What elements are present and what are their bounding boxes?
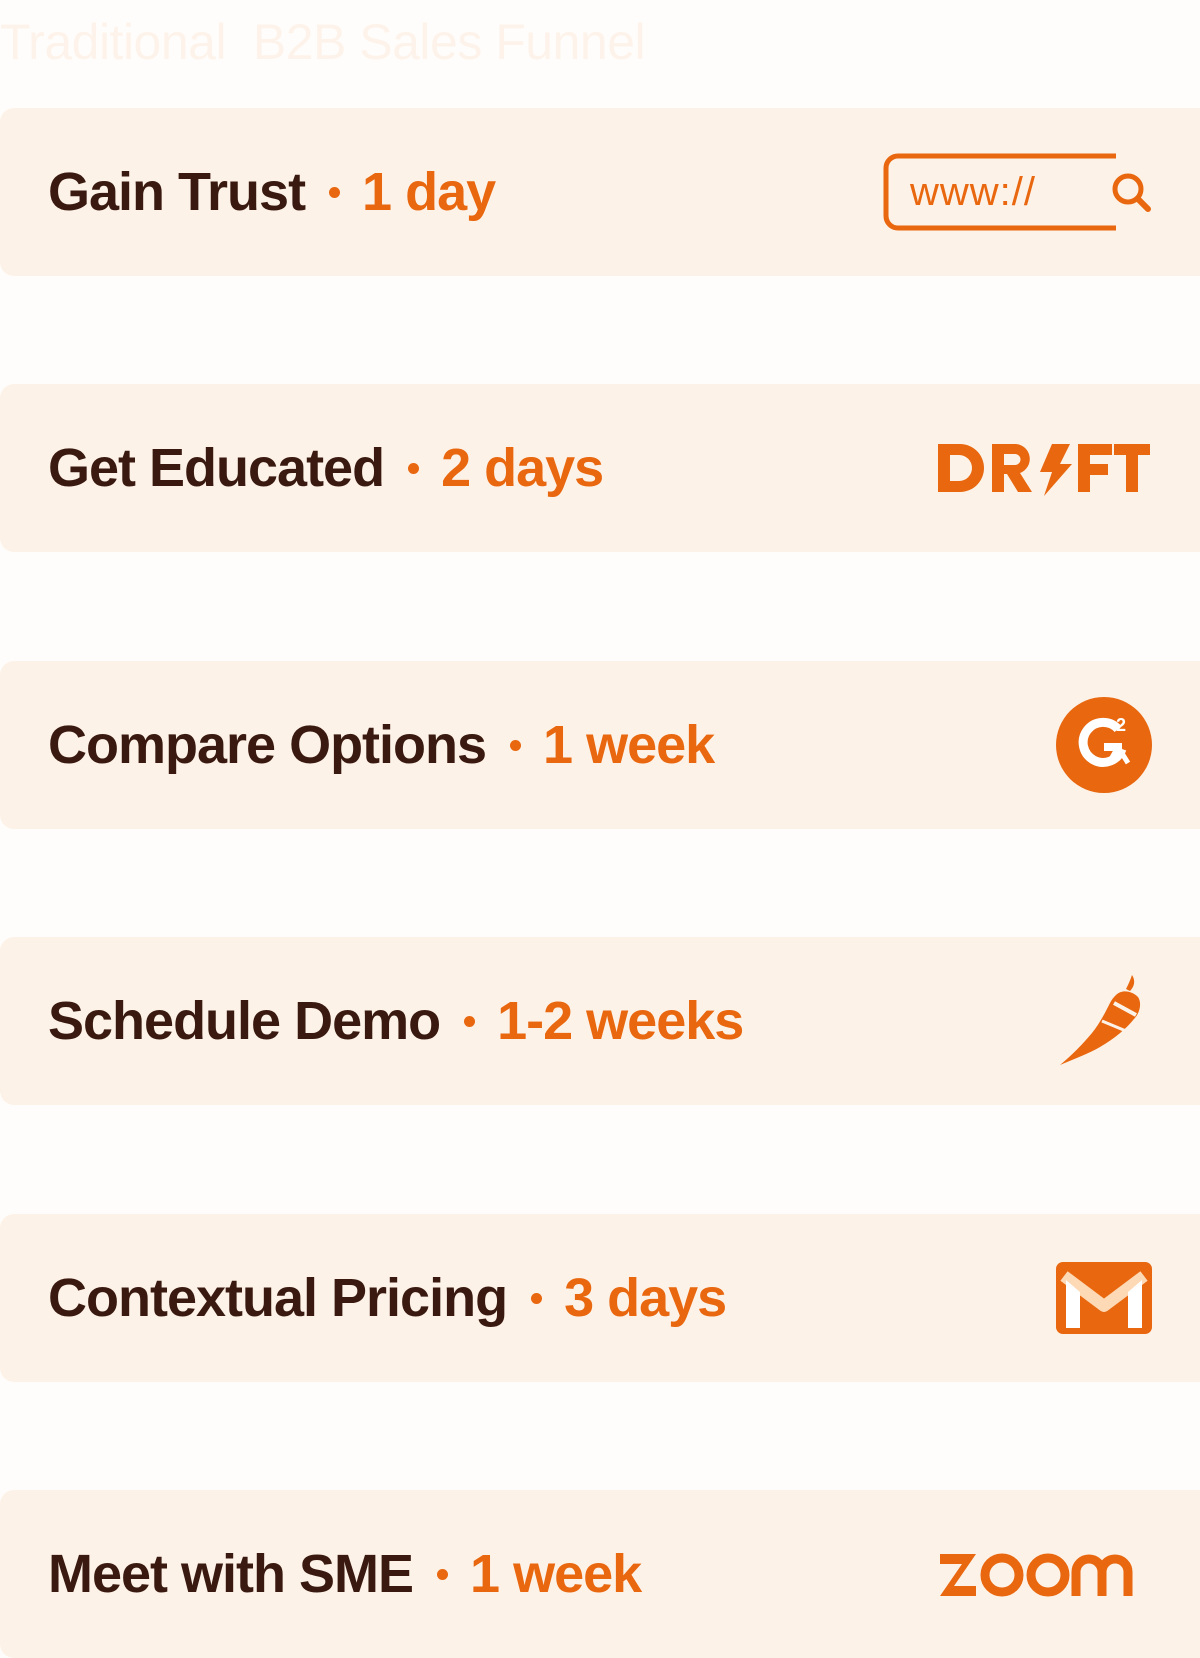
stage-row-contextual-pricing: Contextual Pricing 3 days [0,1214,1200,1382]
stage-label: Compare Options 1 week [48,712,715,778]
stage-duration: 1 week [543,715,715,775]
stage-name: Compare Options [48,715,487,775]
gmail-icon [1056,1262,1152,1334]
stage-row-meet-with-sme: Meet with SME 1 week [0,1490,1200,1658]
stage-duration: 1 day [362,162,496,222]
stage-label: Schedule Demo 1-2 weeks [48,988,744,1054]
stage-duration: 1-2 weeks [497,991,744,1051]
browser-search-icon: www:// [882,153,1152,231]
separator-dot-icon [437,1569,449,1581]
stage-row-schedule-demo: Schedule Demo 1-2 weeks [0,937,1200,1105]
page-title: Traditional B2B Sales Funnel [0,14,646,70]
stage-name: Contextual Pricing [48,1268,508,1328]
stage-row-gain-trust: Gain Trust 1 day www:// [0,108,1200,276]
browser-url-text: www:// [909,170,1036,214]
stage-label: Contextual Pricing 3 days [48,1265,727,1331]
chili-pepper-icon [1056,973,1152,1069]
stage-row-get-educated: Get Educated 2 days [0,384,1200,552]
stage-row-compare-options: Compare Options 1 week 2 [0,661,1200,829]
separator-dot-icon [531,1293,543,1305]
g2-logo: 2 [1056,697,1152,793]
stage-label: Gain Trust 1 day [48,159,496,225]
stage-label: Get Educated 2 days [48,435,604,501]
stage-name: Get Educated [48,438,385,498]
stage-name: Gain Trust [48,162,306,222]
separator-dot-icon [510,740,522,752]
stage-duration: 2 days [441,438,604,498]
separator-dot-icon [408,463,420,475]
stage-name: Meet with SME [48,1544,414,1604]
g2-superscript: 2 [1116,715,1126,735]
separator-dot-icon [464,1016,476,1028]
separator-dot-icon [329,187,341,199]
stage-label: Meet with SME 1 week [48,1541,642,1607]
stage-duration: 3 days [564,1268,727,1328]
drift-logo [936,440,1152,496]
zoom-logo [938,1548,1152,1600]
stage-duration: 1 week [470,1544,642,1604]
stage-name: Schedule Demo [48,991,441,1051]
